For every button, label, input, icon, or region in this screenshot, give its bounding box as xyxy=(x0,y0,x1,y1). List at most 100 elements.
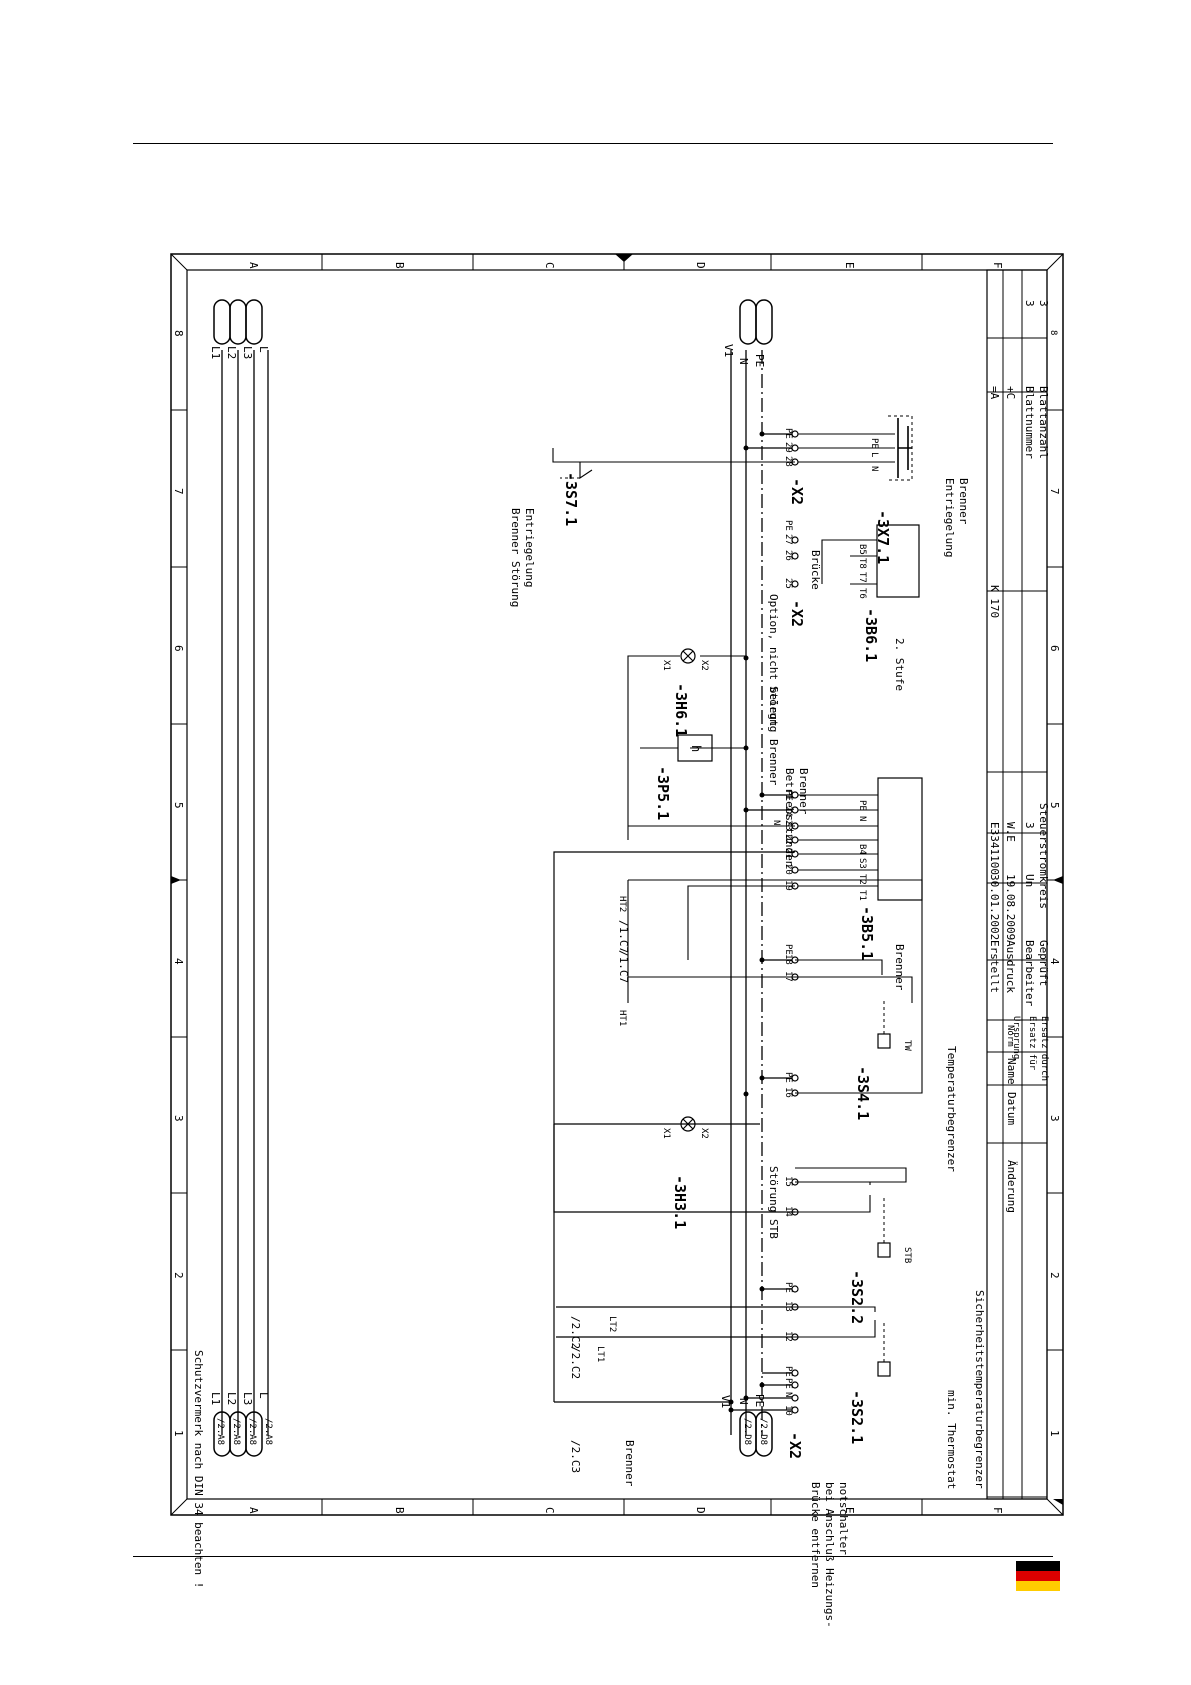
term-19: 19 xyxy=(783,880,793,891)
flag-stripe-red xyxy=(1016,1571,1060,1581)
b5-t1: T1 xyxy=(857,890,867,901)
lamp-h6-x1: X1 xyxy=(661,660,671,671)
frame-inner xyxy=(186,269,1048,1500)
frame-row-1: 1 xyxy=(172,1430,185,1437)
comp-s4-1: -3S4.1 xyxy=(854,1066,872,1120)
tb-plus-a: =A xyxy=(988,386,1001,400)
term-16: 16 xyxy=(783,1087,793,1098)
comp-s2-1: -3S2.1 xyxy=(848,1390,866,1444)
tb-ersatz-fuer: Ersatz für xyxy=(1027,1016,1037,1071)
term-26: 26 xyxy=(783,550,793,561)
term-pe5: PE xyxy=(783,944,793,955)
tb-blattanzahl-val: 3 xyxy=(1037,300,1050,307)
frame-col-e-bot: E xyxy=(843,1507,856,1514)
protection-note: Schutzvermerk nach DIN 34 beachten ! xyxy=(192,1350,205,1588)
xref-ht1-name: HT1 xyxy=(617,1010,627,1026)
frame-col-e-top: E xyxy=(843,262,856,269)
bus-ref-4: /2.A8 xyxy=(263,1418,273,1445)
safety-limiter-note: Sicherheitstemperaturbegrenzer xyxy=(973,1290,986,1489)
tb-page-col: 8 xyxy=(1048,330,1058,335)
tw-label: TW xyxy=(902,1040,912,1051)
lamp-h3-x1: X1 xyxy=(661,1128,671,1139)
burner-reset-1: Brenner Störung xyxy=(509,508,522,607)
tb-ausdruck: Ausdruck xyxy=(1004,940,1017,993)
bus-ref-d8-b: /2.D8 xyxy=(758,1418,768,1445)
b5-pe: PE xyxy=(857,800,867,811)
tb-geprueft: Geprüft xyxy=(1037,940,1050,986)
reset-burner-2: Brenner xyxy=(957,478,970,525)
bridge-note-2: bei Anschluß Heizungs- xyxy=(823,1482,836,1628)
tb-ursprung: Ursprung xyxy=(1011,1016,1021,1059)
frame-row-5: 5 xyxy=(172,802,185,809)
burner-reset-2: Entriegelung xyxy=(523,508,536,587)
tb-erstellt-code: E3341100 xyxy=(988,822,1001,875)
comp-x2-a: -X2 xyxy=(786,1432,804,1459)
term-12: 12 xyxy=(783,1331,793,1342)
term-n2: N xyxy=(771,820,781,825)
bus-l-bot: L xyxy=(257,1392,270,1399)
frame-row-4: 4 xyxy=(172,958,185,965)
term-13: 13 xyxy=(783,1301,793,1312)
b6-t7: T7 xyxy=(857,572,867,583)
bus-n-top: N xyxy=(737,358,750,365)
term-n1: N xyxy=(783,1392,793,1397)
xref-lt2-name: LT2 xyxy=(607,1316,617,1332)
tb-model: K 170 xyxy=(988,585,1001,618)
term-pe4: PE xyxy=(783,1072,793,1083)
bus-ref-1: /2.A8 xyxy=(215,1418,225,1445)
comp-b6-1: -3B6.1 xyxy=(862,608,880,662)
term-pe7: PE xyxy=(783,520,793,531)
xref-lt1: /2.C2 xyxy=(569,1346,582,1379)
term-17: 17 xyxy=(783,971,793,982)
frame-row-3: 3 xyxy=(172,1115,185,1122)
operating-hours-1: Betriebsstunden xyxy=(783,768,796,867)
term-28: 28 xyxy=(783,456,793,467)
b6-t6: T6 xyxy=(857,588,867,599)
bus-l1-bot: L1 xyxy=(209,1392,222,1405)
frame-col-f-top: F xyxy=(991,262,1004,269)
frame-row-7: 7 xyxy=(172,488,185,495)
tb-norm: Norm xyxy=(1005,1025,1015,1047)
x7-pe: PE xyxy=(869,438,879,449)
frame-col-c-bot: C xyxy=(543,1507,556,1514)
bus-n-bot: N xyxy=(737,1398,750,1405)
bridge-note-1: Brücke entfernen xyxy=(809,1482,822,1588)
tb-bearbeiter-val: Un xyxy=(1023,874,1036,887)
term-14: 14 xyxy=(783,1206,793,1217)
b5-s3: S3 xyxy=(857,858,867,869)
frame-row-2b: 2 xyxy=(1048,1272,1061,1279)
b6-b5: B5 xyxy=(857,544,867,555)
footer-rule xyxy=(133,1556,1053,1557)
burner-word: Brenner xyxy=(893,944,906,991)
bus-l2-bot: L2 xyxy=(225,1392,238,1405)
lamp-h6-x2: X2 xyxy=(699,660,709,671)
tb-blattnummer: Blattnummer xyxy=(1023,386,1036,459)
tb-name: Name xyxy=(1005,1058,1018,1085)
bus-l1-top: L1 xyxy=(209,346,222,359)
flag-stripe-gold xyxy=(1016,1581,1060,1591)
reset-burner-1: Entriegelung xyxy=(943,478,956,557)
frame-row-1b: 1 xyxy=(1048,1430,1061,1437)
min-thermostat-note: min. Thermostat xyxy=(945,1390,958,1489)
tb-plus-c: +C xyxy=(1004,386,1017,399)
stb-label: STB xyxy=(902,1247,912,1263)
comp-b5-1: -3B5.1 xyxy=(858,906,876,960)
term-pe8: PE xyxy=(783,428,793,439)
x7-l: L xyxy=(869,452,879,457)
term-pe1: PE xyxy=(783,1378,793,1389)
frame-row-5b: 5 xyxy=(1048,802,1061,809)
term-18: 18 xyxy=(783,954,793,965)
tb-drawing-title: Steuerstromkreis xyxy=(1037,803,1050,909)
tb-ausdruck-code: W.E xyxy=(1004,822,1017,842)
bus-pe-bot: PE xyxy=(753,1394,766,1407)
tb-erstellt-val: 30.01.2002 xyxy=(988,874,1001,940)
term-pe3: PE xyxy=(783,1282,793,1293)
frame-col-b-top: B xyxy=(393,262,406,269)
term-pe6: PE xyxy=(783,790,793,801)
counter-symbol: h xyxy=(689,745,703,752)
bus-v1-top: V1 xyxy=(722,344,735,357)
term-22: 22 xyxy=(783,834,793,845)
term-29: 29 xyxy=(783,442,793,453)
comp-p5-1: -3P5.1 xyxy=(654,766,672,820)
frame-col-c-top: C xyxy=(543,262,556,269)
